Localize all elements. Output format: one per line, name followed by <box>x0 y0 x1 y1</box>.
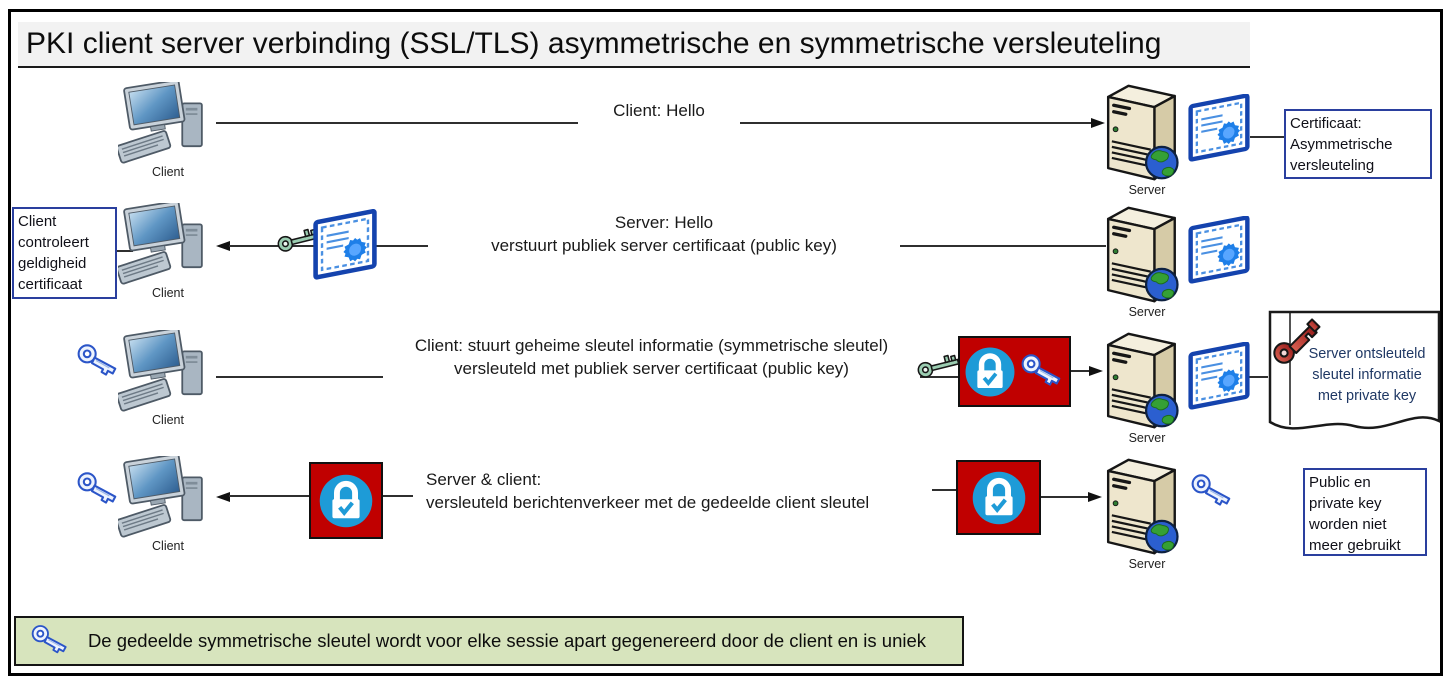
certificate-icon <box>311 209 379 291</box>
connector-line <box>1041 496 1090 498</box>
footer-note-text: De gedeelde symmetrische sleutel wordt v… <box>87 630 927 651</box>
message-server-hello: Server: Hello verstuurt publiek server c… <box>428 211 900 258</box>
certificate-icon <box>1186 216 1252 294</box>
client-label: Client <box>152 539 184 553</box>
server-label: Server <box>1128 431 1166 445</box>
symmetric-session-key-icon <box>76 470 122 510</box>
certificate-icon <box>1186 94 1252 172</box>
message-line1: Server: Hello <box>614 213 714 232</box>
client-label: Client <box>152 413 184 427</box>
connector-line <box>1071 370 1091 372</box>
client-label: Client <box>152 165 184 179</box>
encrypted-traffic-box <box>309 462 383 539</box>
scroll-note-shape <box>1268 310 1441 430</box>
message-line2: versleuteld met publiek server certifica… <box>454 358 849 378</box>
symmetric-session-key-icon <box>1019 352 1067 392</box>
message-client-sleutel: Client: stuurt geheime sleutel informati… <box>383 334 920 381</box>
server-icon <box>1106 206 1188 304</box>
message-line1: Client: stuurt geheime sleutel informati… <box>414 336 889 355</box>
footer-note: De gedeelde symmetrische sleutel wordt v… <box>14 616 964 666</box>
message-client-hello: Client: Hello <box>578 99 740 124</box>
connector-line <box>1250 136 1286 138</box>
arrowhead-right-icon <box>1089 366 1103 376</box>
client-device-row4: Client <box>118 456 218 553</box>
server-icon <box>1106 458 1188 556</box>
note-keys-niet-gebruikt: Public en private key worden niet meer g… <box>1303 468 1427 556</box>
note-client-controleert: Client controleert geldigheid certificaa… <box>12 207 117 299</box>
client-device-row1: Client <box>118 82 218 179</box>
server-label: Server <box>1128 305 1166 319</box>
computer-icon <box>118 82 218 164</box>
connector-line <box>916 489 956 491</box>
arrowhead-right-icon <box>1088 492 1102 502</box>
message-line2: verstuurt publiek server certificaat (pu… <box>491 235 837 255</box>
outer-border <box>8 9 1443 676</box>
server-device-row1: Server <box>1106 84 1188 197</box>
server-label: Server <box>1128 183 1166 197</box>
arrowhead-left-icon <box>216 241 230 251</box>
client-device-row2: Client <box>118 203 218 300</box>
arrowhead-left-icon <box>216 492 230 502</box>
symmetric-session-key-icon <box>76 342 122 382</box>
server-icon <box>1106 84 1188 182</box>
client-device-row3: Client <box>118 330 218 427</box>
encryption-lock-icon <box>317 472 375 530</box>
connector-line <box>383 495 413 497</box>
certificate-icon <box>1186 342 1252 420</box>
server-device-row3: Server <box>1106 332 1188 445</box>
symmetric-session-key-icon <box>30 623 72 659</box>
computer-icon <box>118 456 218 538</box>
client-label: Client <box>152 286 184 300</box>
encrypted-message-box <box>958 336 1071 407</box>
diagram-title: PKI client server verbinding (SSL/TLS) a… <box>18 22 1250 68</box>
connector-line <box>229 495 309 497</box>
message-line2: versleuteld berichtenverkeer met de gede… <box>426 492 870 512</box>
server-label: Server <box>1128 557 1166 571</box>
encrypted-traffic-box <box>956 460 1041 535</box>
message-versleuteld-verkeer: Server & client: versleuteld berichtenve… <box>420 468 932 515</box>
server-device-row4: Server <box>1106 458 1188 571</box>
computer-icon <box>118 203 218 285</box>
symmetric-session-key-icon <box>1190 472 1236 512</box>
connector-line <box>117 250 133 252</box>
note-server-ontsleuteld: Server ontsleuteld sleutel informatie me… <box>1308 346 1426 404</box>
server-icon <box>1106 332 1188 430</box>
connector-line <box>1248 376 1268 378</box>
encryption-lock-icon <box>963 345 1017 399</box>
computer-icon <box>118 330 218 412</box>
arrowhead-right-icon <box>1091 118 1105 128</box>
server-device-row2: Server <box>1106 206 1188 319</box>
encryption-lock-icon <box>970 469 1028 527</box>
message-line1: Server & client: <box>426 470 542 489</box>
note-certificaat: Certificaat: Asymmetrische versleuteling <box>1284 109 1432 179</box>
